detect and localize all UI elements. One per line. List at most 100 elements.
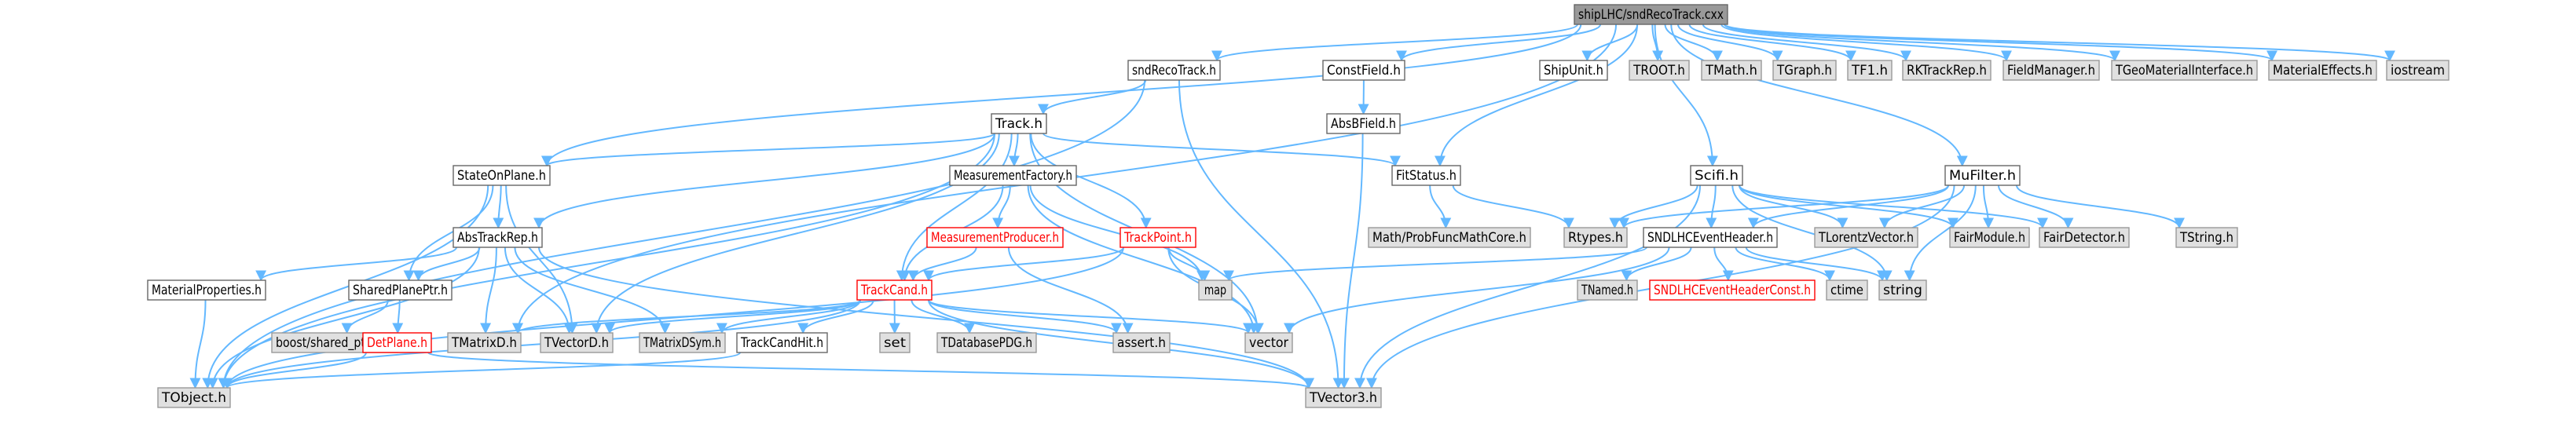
edge-TrackCandHit_h-to-TObject_h xyxy=(222,352,741,389)
edge-root-to-ShipUnit_h xyxy=(1581,24,1639,62)
node-box xyxy=(2386,60,2450,81)
node-box xyxy=(2111,60,2258,81)
node-box xyxy=(1949,227,2030,248)
node-label: AbsBField.h xyxy=(1331,116,1396,132)
node-label: AbsTrackRep.h xyxy=(457,230,538,246)
node-label: TrackPoint.h xyxy=(1123,230,1192,246)
node-label: TMatrixD.h xyxy=(451,335,517,351)
node-measurementfactory-h[interactable]: MeasurementFactory.h xyxy=(949,165,1077,186)
node-trackcandhit-h[interactable]: TrackCandHit.h xyxy=(736,332,828,353)
edge-SNDLHCEventHeader_h-to-TNamed_h xyxy=(1621,247,1692,282)
node-tvectord-h: TVectorD.h xyxy=(540,332,614,353)
node-box xyxy=(453,227,543,248)
node-tdatabasepdg-h: TDatabasePDG.h xyxy=(936,332,1037,353)
node-label: map xyxy=(1204,283,1226,298)
edge-MaterialProperties_h-to-TObject_h xyxy=(189,299,207,389)
node-label: StateOnPlane.h xyxy=(457,168,546,184)
edge-MeasurementProducer_h-to-TrackCand_h xyxy=(907,247,977,282)
node-box xyxy=(362,332,432,353)
node-materialproperties-h[interactable]: MaterialProperties.h xyxy=(147,279,266,301)
node-label: Track.h xyxy=(995,116,1042,132)
node-label: MeasurementFactory.h xyxy=(954,168,1072,184)
node-label: MaterialProperties.h xyxy=(152,283,262,298)
node-tnamed-h: TNamed.h xyxy=(1577,279,1638,301)
edge-root-to-StateOnPlane_h xyxy=(541,24,1582,167)
node-box xyxy=(1563,227,1628,248)
edge-StateOnPlane_h-to-AbsTrackRep_h xyxy=(493,184,504,229)
node-box xyxy=(736,332,828,353)
edge-SNDLHCEventHeader_h-to-SNDLHCEventHeaderConst_h xyxy=(1713,247,1734,282)
node-box xyxy=(936,332,1037,353)
node-absbfield-h[interactable]: AbsBField.h xyxy=(1326,113,1401,134)
node-stateonplane-h[interactable]: StateOnPlane.h xyxy=(453,165,551,186)
node-tgraph-h: TGraph.h xyxy=(1772,60,1837,81)
node-label: FieldManager.h xyxy=(2007,63,2095,79)
node-sharedplaneptr-h[interactable]: SharedPlanePtr.h xyxy=(348,279,453,301)
node-box xyxy=(1814,227,1918,248)
node-label: SNDLHCEventHeaderConst.h xyxy=(1654,283,1811,298)
edge-Track_h-to-TObject_h xyxy=(218,133,995,389)
node-box xyxy=(991,113,1047,134)
node-label: ctime xyxy=(1830,283,1863,298)
node-box xyxy=(1112,332,1171,353)
edge-MeasurementFactory_h-to-map xyxy=(1029,184,1207,282)
node-box xyxy=(348,279,453,301)
edge-Scifi_h-to-FairDetector_h xyxy=(1739,184,2048,229)
node-measurementproducer-h[interactable]: MeasurementProducer.h xyxy=(926,227,1064,248)
edge-root-to-FieldManager_h xyxy=(1720,24,2012,62)
edge-AbsBField_h-to-TVector3_h xyxy=(1338,133,1364,389)
node-fitstatus-h[interactable]: FitStatus.h xyxy=(1391,165,1461,186)
node-set: set xyxy=(879,332,911,353)
node-label: Scifi.h xyxy=(1695,168,1739,184)
node-abstrackrep-h[interactable]: AbsTrackRep.h xyxy=(453,227,543,248)
node-label: iostream xyxy=(2391,63,2445,79)
node-tmatrixdsym-h: TMatrixDSym.h xyxy=(639,332,726,353)
node-box xyxy=(1690,165,1743,186)
edge-StateOnPlane_h-to-TObject_h xyxy=(202,184,489,389)
edge-SharedPlanePtr_h-to-boost_shared_ptr xyxy=(341,299,389,334)
node-label: TF1.h xyxy=(1851,63,1888,79)
node-mufilter-h[interactable]: MuFilter.h xyxy=(1944,165,2021,186)
edge-TrackCand_h-to-vector xyxy=(928,299,1254,334)
node-sndlhceventheaderconst-h[interactable]: SNDLHCEventHeaderConst.h xyxy=(1649,279,1816,301)
edge-MuFilter_h-to-Rtypes_h xyxy=(1618,184,1949,229)
node-shipunit-h[interactable]: ShipUnit.h xyxy=(1539,60,1608,81)
node-root[interactable]: shipLHC/sndRecoTrack.cxx xyxy=(1574,4,1728,25)
node-label: TDatabasePDG.h xyxy=(940,335,1032,351)
node-detplane-h[interactable]: DetPlane.h xyxy=(362,332,432,353)
node-trackpoint-h[interactable]: TrackPoint.h xyxy=(1119,227,1196,248)
edge-root-to-sndRecoTrack_h xyxy=(1211,24,1578,62)
node-vector: vector xyxy=(1244,332,1293,353)
node-label: Math/ProbFuncMathCore.h xyxy=(1372,230,1526,246)
edge-Scifi_h-to-Rtypes_h xyxy=(1609,184,1698,229)
node-box xyxy=(1391,165,1461,186)
node-label: TString.h xyxy=(2179,230,2233,246)
edge-TrackCand_h-to-TMatrixDSym_h xyxy=(716,299,861,334)
node-track-h[interactable]: Track.h xyxy=(991,113,1047,134)
node-box xyxy=(1244,332,1293,353)
node-sndlhceventheader-h[interactable]: SNDLHCEventHeader.h xyxy=(1643,227,1778,248)
node-box xyxy=(1878,279,1927,301)
node-constfield-h[interactable]: ConstField.h xyxy=(1322,60,1405,81)
node-box xyxy=(856,279,933,301)
node-box xyxy=(1326,113,1401,134)
node-box xyxy=(1772,60,1837,81)
edge-SNDLHCEventHeader_h-to-map xyxy=(1223,247,1647,282)
edge-AbsTrackRep_h-to-TVector3_h xyxy=(538,247,1314,389)
node-label: TMatrixDSym.h xyxy=(643,335,721,351)
node-trackcand-h[interactable]: TrackCand.h xyxy=(856,279,933,301)
edge-DetPlane_h-to-TVector3_h xyxy=(427,352,1314,389)
edge-root-to-TF1_h xyxy=(1688,24,1856,62)
node-label: FairDetector.h xyxy=(2043,230,2125,246)
node-label: assert.h xyxy=(1117,335,1166,351)
node-tf1-h: TF1.h xyxy=(1847,60,1893,81)
node-label: TVectorD.h xyxy=(544,335,609,351)
edge-sndRecoTrack_h-to-TVector3_h xyxy=(1178,79,1344,389)
node-scifi-h[interactable]: Scifi.h xyxy=(1690,165,1743,186)
node-label: Rtypes.h xyxy=(1568,230,1623,246)
node-sndrecotrack-h[interactable]: sndRecoTrack.h xyxy=(1127,60,1221,81)
edge-Scifi_h-to-TVector3_h xyxy=(1354,184,1702,389)
node-label: shipLHC/sndRecoTrack.cxx xyxy=(1578,7,1724,23)
edge-MuFilter_h-to-string xyxy=(1904,184,1977,282)
edge-Track_h-to-TrackCand_h xyxy=(896,133,1013,282)
